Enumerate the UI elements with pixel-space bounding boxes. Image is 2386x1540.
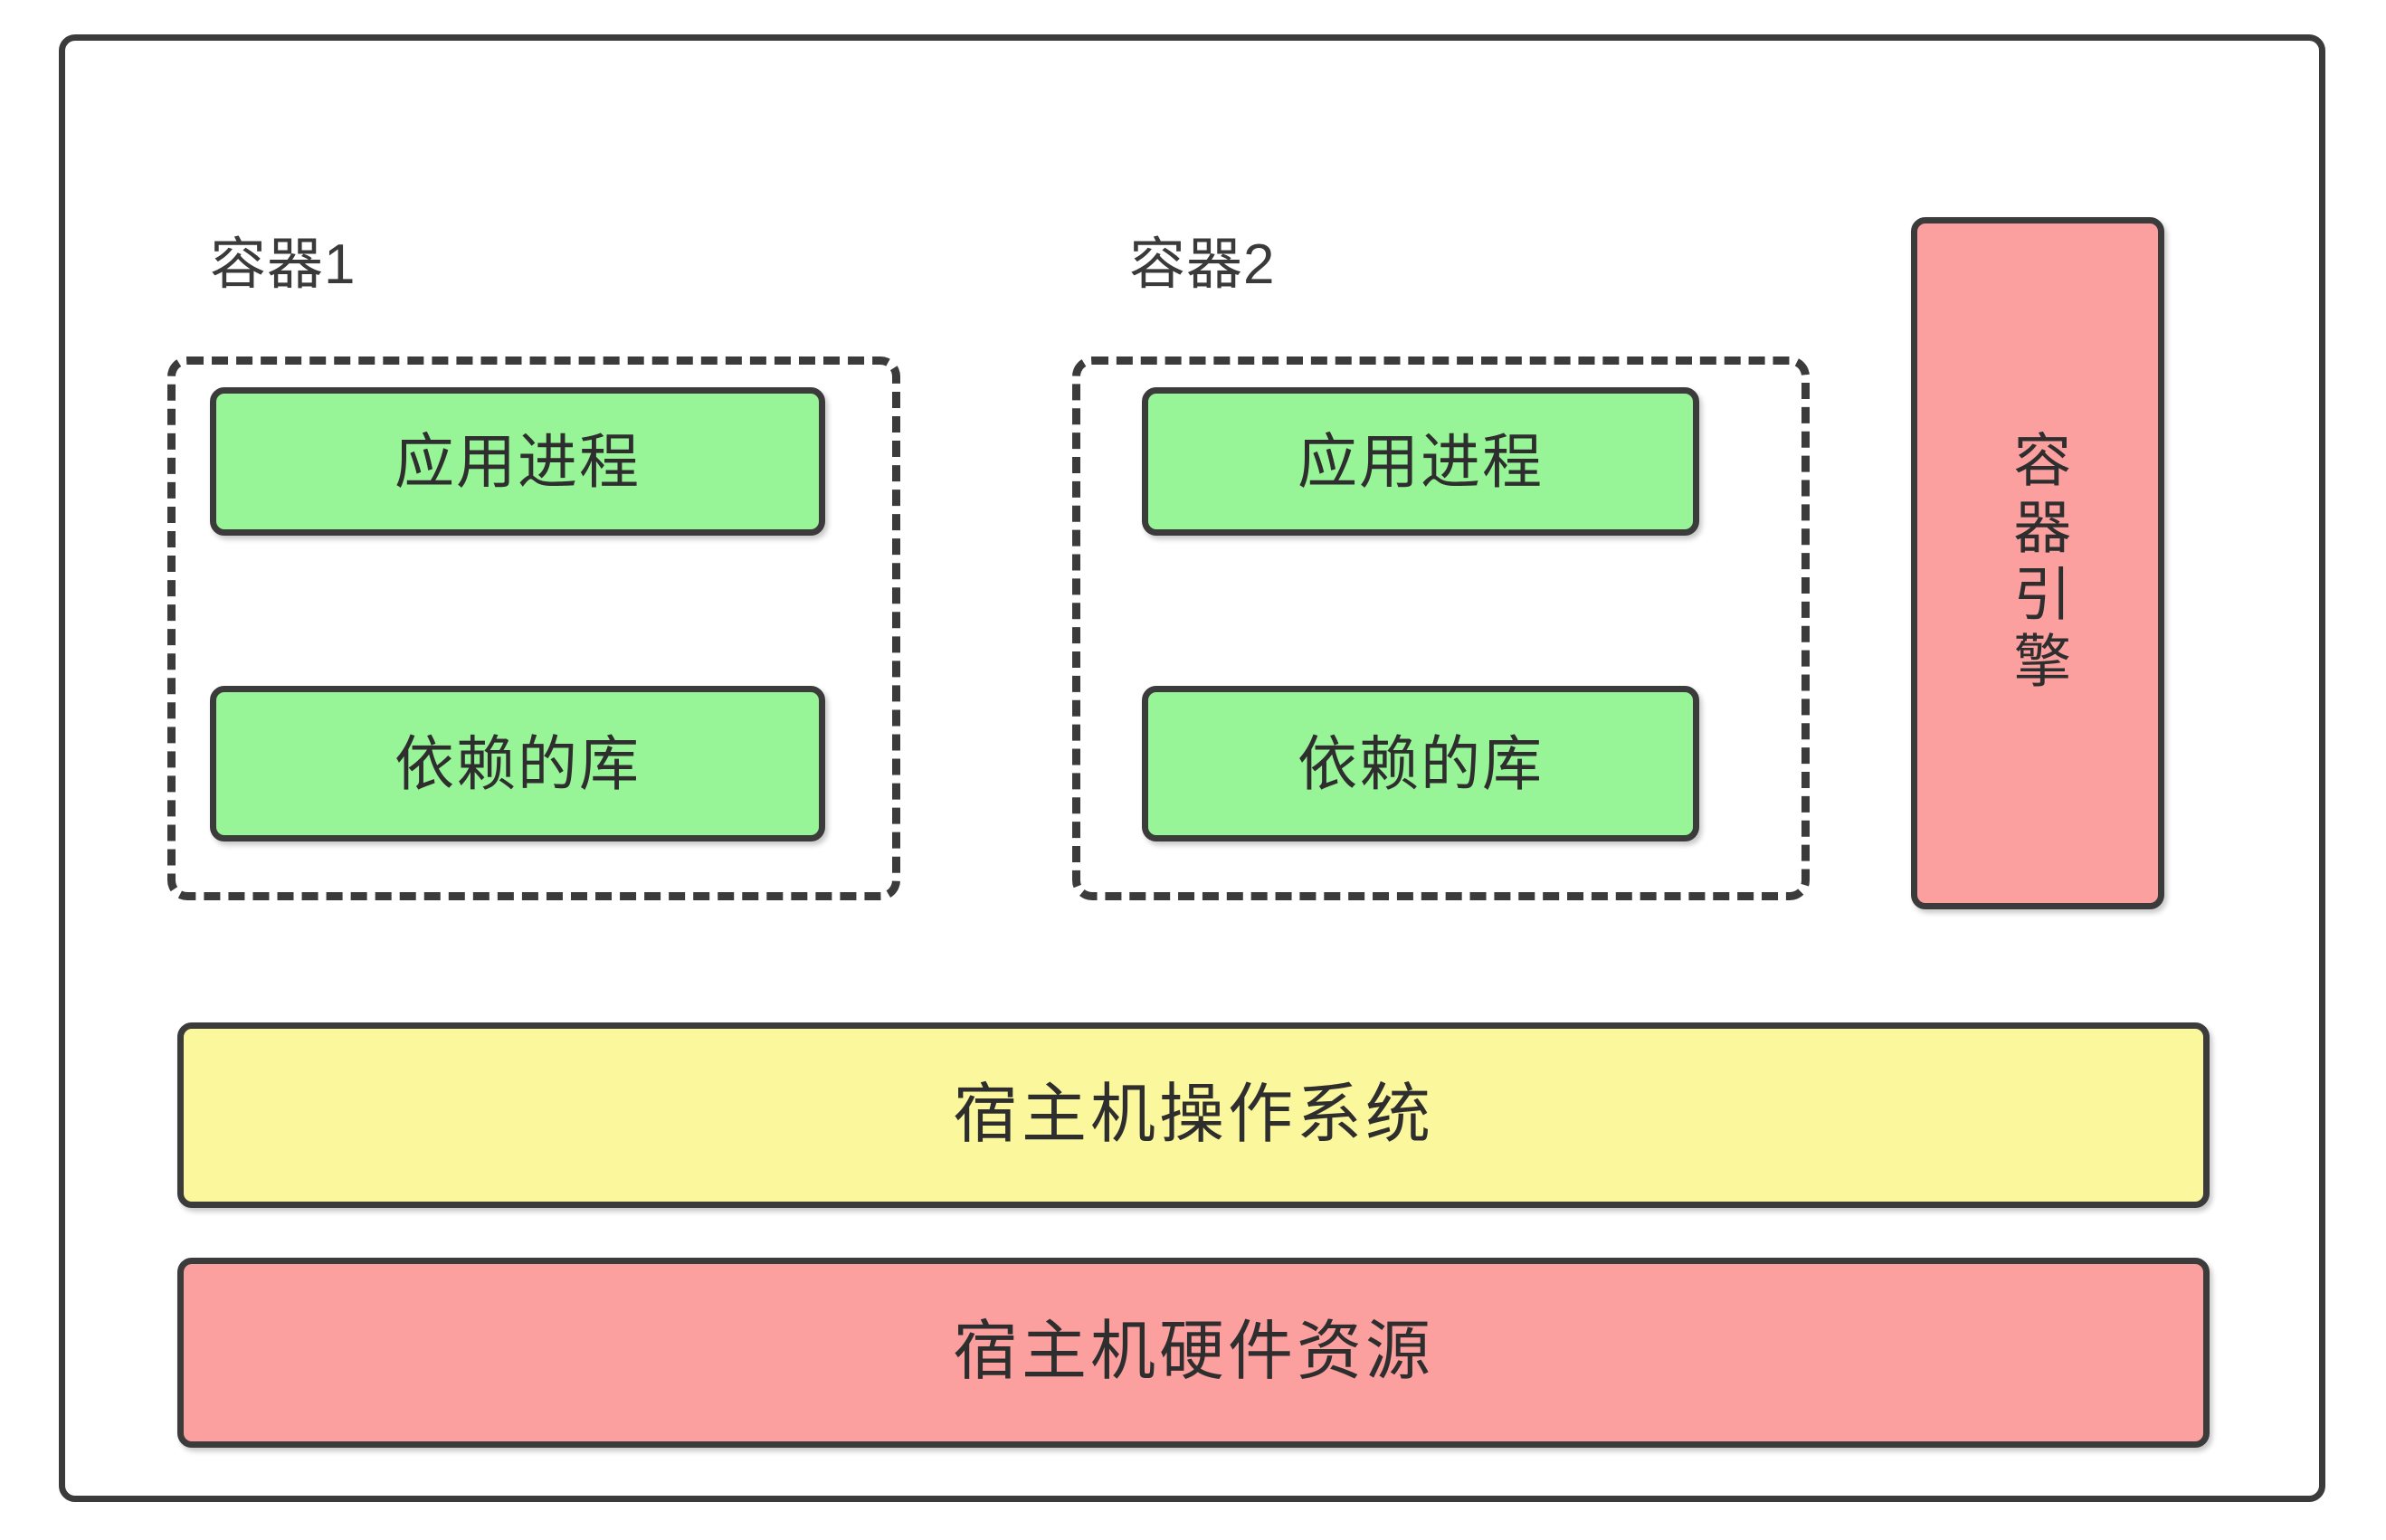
container-1-label: 容器1 bbox=[210, 233, 356, 296]
container-2-app-process-node[interactable]: 应用进程 bbox=[1142, 387, 1699, 536]
container-engine-node[interactable]: 容器引擎 bbox=[1911, 217, 2164, 909]
host-hardware-layer-label: 宿主机硬件资源 bbox=[952, 1316, 1434, 1389]
container-2-dependency-library-label: 依赖的库 bbox=[1298, 729, 1544, 797]
container-1-dependency-library-label: 依赖的库 bbox=[394, 729, 641, 797]
container-engine-label: 容器引擎 bbox=[2005, 429, 2071, 698]
container-2-app-process-label: 应用进程 bbox=[1298, 427, 1544, 495]
container-2-label: 容器2 bbox=[1129, 233, 1276, 296]
host-os-layer-node[interactable]: 宿主机操作系统 bbox=[177, 1022, 2210, 1208]
container-2-boundary bbox=[1072, 356, 1810, 900]
container-1-app-process-label: 应用进程 bbox=[394, 427, 641, 495]
container-1-boundary bbox=[167, 356, 900, 900]
container-1-app-process-node[interactable]: 应用进程 bbox=[210, 387, 825, 536]
host-os-layer-label: 宿主机操作系统 bbox=[952, 1078, 1434, 1151]
host-hardware-layer-node[interactable]: 宿主机硬件资源 bbox=[177, 1258, 2210, 1448]
container-2-dependency-library-node[interactable]: 依赖的库 bbox=[1142, 686, 1699, 841]
container-1-dependency-library-node[interactable]: 依赖的库 bbox=[210, 686, 825, 841]
